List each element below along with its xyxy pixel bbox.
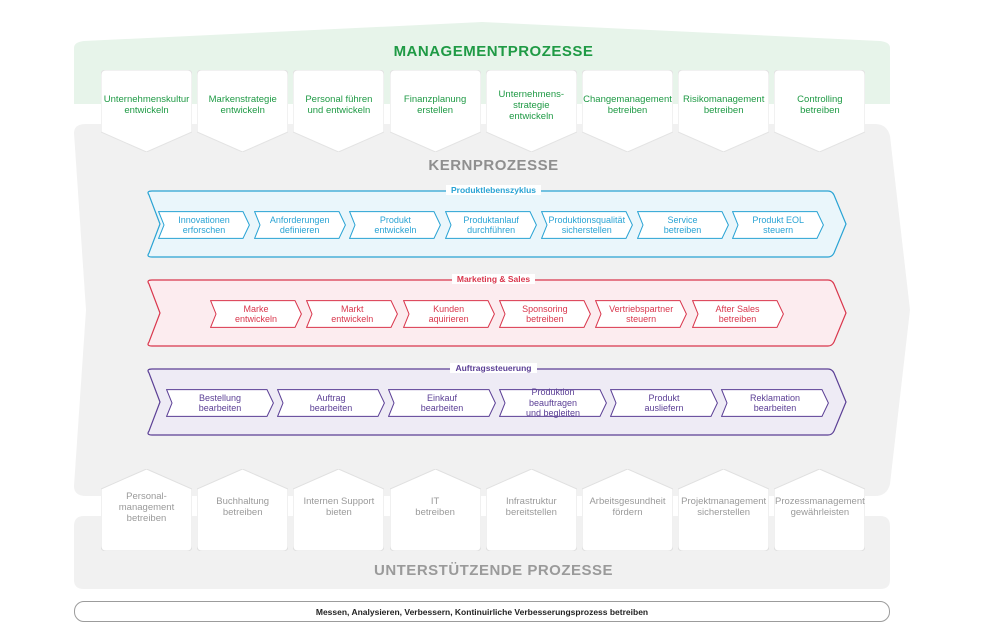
core-row-title-text: Auftragssteuerung bbox=[450, 363, 537, 373]
core-row-title: Produktlebenszyklus bbox=[0, 185, 987, 195]
support-title: UNTERSTÜTZENDE PROZESSE bbox=[373, 562, 614, 579]
core-row-title: Marketing & Sales bbox=[0, 274, 987, 284]
core-title: KERNPROZESSE bbox=[428, 157, 559, 174]
footer-banner: Messen, Analysieren, Verbessern, Kontinu… bbox=[74, 601, 890, 622]
core-row-title-text: Marketing & Sales bbox=[451, 274, 536, 284]
footer-text: Messen, Analysieren, Verbessern, Kontinu… bbox=[315, 606, 649, 617]
management-title: MANAGEMENTPROZESSE bbox=[393, 43, 594, 60]
core-row-title-text: Produktlebenszyklus bbox=[445, 185, 542, 195]
core-row-title: Auftragssteuerung bbox=[0, 363, 987, 373]
